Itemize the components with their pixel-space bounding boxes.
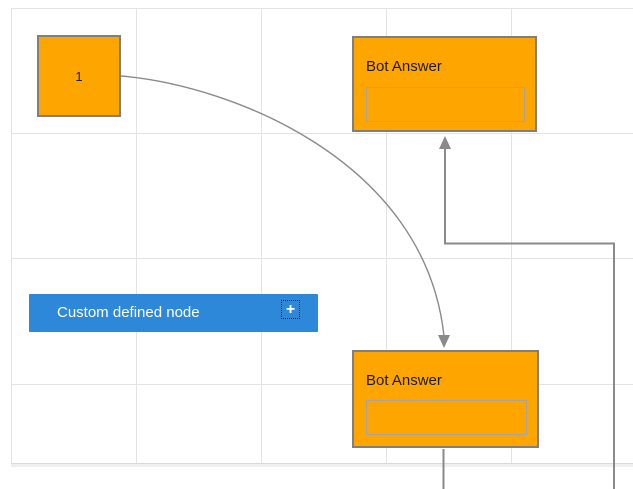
custom-node-label: Custom defined node xyxy=(57,304,200,321)
plus-icon: + xyxy=(285,300,296,318)
node-bot-answer-top[interactable]: Bot Answer xyxy=(352,36,537,132)
arrowhead-down-icon xyxy=(438,335,450,348)
connector-elbow-to-top-bot[interactable] xyxy=(439,136,615,489)
bot-answer-top-label: Bot Answer xyxy=(366,58,442,75)
bot-answer-bottom-label: Bot Answer xyxy=(366,372,442,389)
bot-answer-top-field xyxy=(366,87,525,122)
connector-curve-square-to-bottom-bot[interactable] xyxy=(120,75,450,348)
node-bot-answer-bottom[interactable]: Bot Answer xyxy=(352,350,539,448)
grid xyxy=(11,8,633,467)
add-port-button[interactable]: + xyxy=(281,300,300,319)
arrowhead-up-icon xyxy=(439,136,451,149)
bot-answer-bottom-field xyxy=(366,400,527,435)
node-square-label: 1 xyxy=(75,68,83,84)
node-square-1[interactable]: 1 xyxy=(37,35,121,117)
node-custom-defined[interactable]: Custom defined node + xyxy=(29,294,318,332)
